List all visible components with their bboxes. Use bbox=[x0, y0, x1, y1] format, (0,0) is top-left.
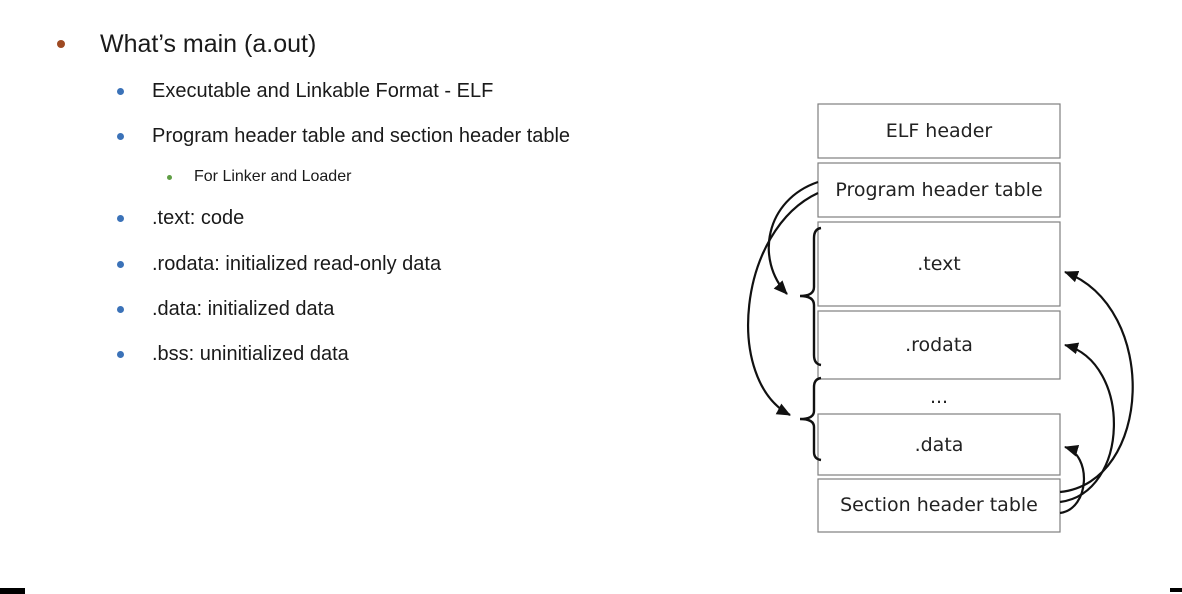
arrow-section-header-to-rodata bbox=[1059, 342, 1115, 504]
section-header-table-box bbox=[817, 478, 1061, 533]
level2-bullet-icon bbox=[117, 87, 124, 95]
list-item: .rodata: initialized read-only data bbox=[117, 251, 441, 277]
level2-bullet-icon bbox=[117, 350, 124, 358]
text-section-label: .text bbox=[917, 253, 961, 275]
arrow-program-header-to-segment1 bbox=[767, 180, 819, 295]
elf-header-box bbox=[817, 103, 1061, 159]
list-item: .bss: uninitialized data bbox=[117, 341, 349, 367]
level3-bullet-icon bbox=[167, 174, 172, 180]
program-header-table-box bbox=[817, 162, 1061, 218]
list-item: .text: code bbox=[117, 205, 244, 231]
arrow-program-header-to-segment2 bbox=[747, 192, 819, 416]
segment-brace-bottom bbox=[799, 376, 822, 462]
rodata-section-label: .rodata bbox=[905, 334, 973, 356]
arrow-section-header-to-data bbox=[1059, 444, 1086, 515]
section-header-table-label: Section header table bbox=[840, 494, 1038, 516]
elf-header-label: ELF header bbox=[886, 120, 993, 142]
list-item-label: .rodata: initialized read-only data bbox=[152, 253, 442, 275]
level2-bullet-icon bbox=[117, 214, 124, 222]
level1-bullet-icon bbox=[57, 40, 65, 48]
segment-brace-top bbox=[799, 226, 822, 367]
level2-bullet-icon bbox=[117, 132, 124, 140]
list-item: For Linker and Loader bbox=[167, 167, 351, 187]
list-item-label: .data: initialized data bbox=[152, 298, 335, 320]
list-item-label: Program header table and section header … bbox=[152, 125, 571, 147]
ellipsis-label: ... bbox=[930, 386, 948, 408]
data-section-box bbox=[817, 413, 1061, 476]
list-item-label: .text: code bbox=[152, 207, 245, 229]
list-item: Program header table and section header … bbox=[117, 123, 570, 149]
level2-bullet-icon bbox=[117, 260, 124, 268]
data-section-label: .data bbox=[915, 434, 964, 456]
list-item-label: .bss: uninitialized data bbox=[152, 343, 349, 365]
video-progress-mark-right bbox=[1170, 588, 1182, 592]
list-item: .data: initialized data bbox=[117, 296, 334, 322]
video-progress-mark-left bbox=[0, 588, 25, 594]
program-header-table-label: Program header table bbox=[835, 179, 1042, 201]
page-title: What’s main (a.out) bbox=[100, 30, 317, 58]
rodata-section-box bbox=[817, 310, 1061, 380]
list-item: Executable and Linkable Format - ELF bbox=[117, 78, 493, 104]
list-item-label: Executable and Linkable Format - ELF bbox=[152, 80, 494, 102]
text-section-box bbox=[817, 221, 1061, 307]
level2-bullet-icon bbox=[117, 305, 124, 313]
slide-title-row: What’s main (a.out) bbox=[57, 28, 316, 60]
arrow-section-header-to-text bbox=[1059, 270, 1134, 494]
elf-layout-diagram: ELF header Program header table .text .r… bbox=[747, 103, 1134, 533]
list-item-label: For Linker and Loader bbox=[194, 168, 352, 185]
